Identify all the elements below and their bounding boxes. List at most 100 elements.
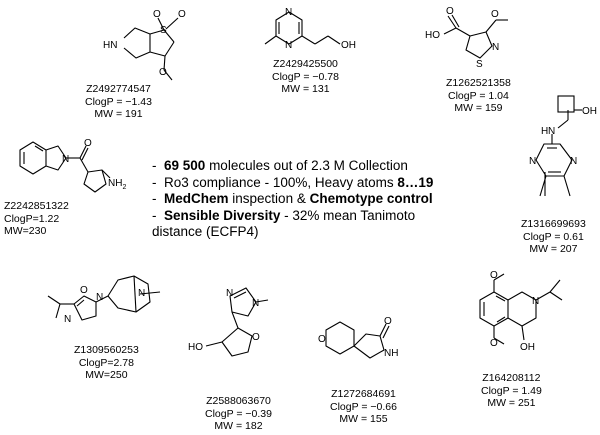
clogp-value: ClogP = 1.04 — [448, 89, 509, 102]
mw-value: MW = 155 — [339, 413, 388, 425]
compound-id: Z1272684691 — [331, 388, 396, 400]
caption-z1262521358: Z1262521358 ClogP = 1.04 MW = 159 — [446, 77, 511, 115]
clogp-value: ClogP = −0.66 — [330, 400, 397, 413]
clogp-value: ClogP = −1.43 — [85, 95, 152, 108]
caption-z2429425500: Z2429425500 ClogP = −0.78 MW = 131 — [272, 58, 339, 96]
bullet-dash: - — [152, 207, 157, 223]
atom-s: S — [476, 59, 483, 70]
bullet-dash: - — [152, 158, 157, 173]
clogp-value: ClogP=2.78 — [78, 356, 134, 369]
structure-z164208112: O O N OH — [479, 270, 563, 353]
summary-bullets: - 69 500 molecules out of 2.3 M Collecti… — [152, 158, 452, 241]
bullet-bold: 69 500 — [164, 158, 206, 173]
bullet-bold: 8…19 — [397, 174, 434, 190]
atom-n: N — [548, 126, 555, 137]
clogp-value: ClogP = −0.78 — [272, 70, 339, 83]
atom-oh: OH — [341, 40, 356, 51]
atom-n: N — [529, 156, 536, 167]
mw-value: MW = 207 — [529, 243, 578, 255]
compound-id: Z1316699693 — [521, 218, 586, 230]
clogp-value: ClogP=1.22 — [4, 212, 60, 225]
atom-o: O — [490, 338, 498, 349]
atom-n: N — [138, 288, 145, 299]
atom-oh: OH — [520, 342, 535, 353]
compound-id: Z2242851322 — [4, 200, 69, 212]
structure-z1309560253: O N N N — [47, 275, 161, 325]
atom-n: N — [285, 40, 292, 51]
bullet-text: molecules out of 2.3 M Collection — [205, 158, 408, 173]
atom-n: N — [96, 292, 103, 303]
structure-z2492774547: HN S O O O — [103, 9, 186, 81]
mw-value: MW = 182 — [214, 420, 263, 432]
atom-h: H — [541, 126, 548, 137]
atom-n: N — [226, 288, 233, 299]
compound-id: Z164208112 — [482, 372, 541, 384]
atom-hn: HN — [103, 40, 117, 51]
atom-n: N — [492, 42, 499, 53]
atom-n: N — [285, 7, 292, 18]
caption-z164208112: Z164208112 ClogP = 1.49 MW = 251 — [481, 372, 542, 410]
structure-z2588063670: N N O HO — [188, 287, 269, 357]
structure-z2242851322: N O NH2 — [19, 138, 126, 193]
atom-o: O — [178, 9, 186, 20]
atom-o: O — [153, 9, 161, 20]
atom-n: N — [64, 314, 71, 325]
structure-z2429425500: N N OH — [264, 7, 356, 51]
bullet-bold: Sensible Diversity — [164, 207, 281, 223]
compound-id: Z2429425500 — [273, 58, 338, 70]
atom-nh2: NH2 — [108, 178, 126, 191]
atom-o: O — [159, 67, 167, 78]
clogp-value: ClogP = 1.49 — [481, 384, 542, 397]
compound-id: Z2588063670 — [206, 395, 271, 407]
mw-value: MW = 131 — [281, 83, 330, 95]
caption-z2588063670: Z2588063670 ClogP = −0.39 MW = 182 — [205, 395, 272, 433]
caption-z2242851322: Z2242851322 ClogP=1.22 MW=230 — [4, 200, 69, 238]
caption-z1309560253: Z1309560253 ClogP=2.78 MW=250 — [74, 344, 139, 382]
compound-id: Z1309560253 — [74, 344, 139, 356]
mw-value: MW = 251 — [487, 397, 536, 409]
caption-z1316699693: Z1316699693 ClogP = 0.61 MW = 207 — [521, 218, 586, 256]
atom-oh: OH — [582, 106, 597, 117]
atom-o: O — [318, 334, 326, 345]
atom-n: N — [252, 298, 259, 309]
mw-value: MW = 159 — [454, 102, 503, 114]
bullet-bold: Chemotype control — [309, 191, 433, 206]
bullet-bold: MedChem — [164, 191, 229, 206]
clogp-value: ClogP = −0.39 — [205, 407, 272, 420]
bullet-dash: - — [152, 191, 157, 206]
atom-o: O — [490, 270, 498, 281]
bullet-item: - MedChem inspection & Chemotype control — [152, 191, 452, 208]
bullet-continuation: distance (ECFP4) — [152, 224, 259, 239]
atom-n: N — [570, 156, 577, 167]
structure-z1262521358: O HO O N S — [425, 6, 508, 70]
atom-ho: HO — [425, 30, 440, 41]
bullet-text: Ro3 compliance - 100%, Heavy atoms — [164, 174, 398, 190]
bullet-text: inspection & — [228, 191, 310, 206]
atom-n: N — [62, 154, 69, 165]
atom-o: O — [84, 138, 92, 149]
caption-z2492774547: Z2492774547 ClogP = −1.43 MW = 191 — [85, 83, 152, 121]
atom-o: O — [384, 316, 392, 327]
atom-o: O — [491, 9, 499, 20]
bullet-text: - 32% mean Tanimoto — [280, 207, 416, 223]
atom-o: O — [80, 285, 88, 296]
mw-value: MW = 191 — [94, 108, 143, 120]
caption-z1272684691: Z1272684691 ClogP = −0.66 MW = 155 — [330, 388, 397, 426]
atom-o: O — [252, 332, 260, 343]
atom-n: N — [532, 296, 539, 307]
atom-ho: HO — [188, 342, 203, 353]
mw-value: MW=230 — [4, 225, 47, 237]
atom-o: O — [446, 6, 454, 17]
bullet-item: - Sensible Diversity - 32% mean Tanimoto — [152, 208, 452, 225]
bullet-item: - 69 500 molecules out of 2.3 M Collecti… — [152, 158, 452, 175]
bullet-item: - Ro3 compliance - 100%, Heavy atoms 8…1… — [152, 175, 452, 192]
structure-z1316699693: H N OH N N — [529, 95, 597, 197]
structure-z1272684691: O O NH — [318, 316, 398, 359]
atom-nh: NH — [384, 348, 398, 359]
clogp-value: ClogP = 0.61 — [523, 230, 584, 243]
compound-id: Z2492774547 — [86, 83, 151, 95]
mw-value: MW=250 — [85, 369, 128, 381]
compound-id: Z1262521358 — [446, 77, 511, 89]
bullet-dash: - — [152, 174, 157, 190]
